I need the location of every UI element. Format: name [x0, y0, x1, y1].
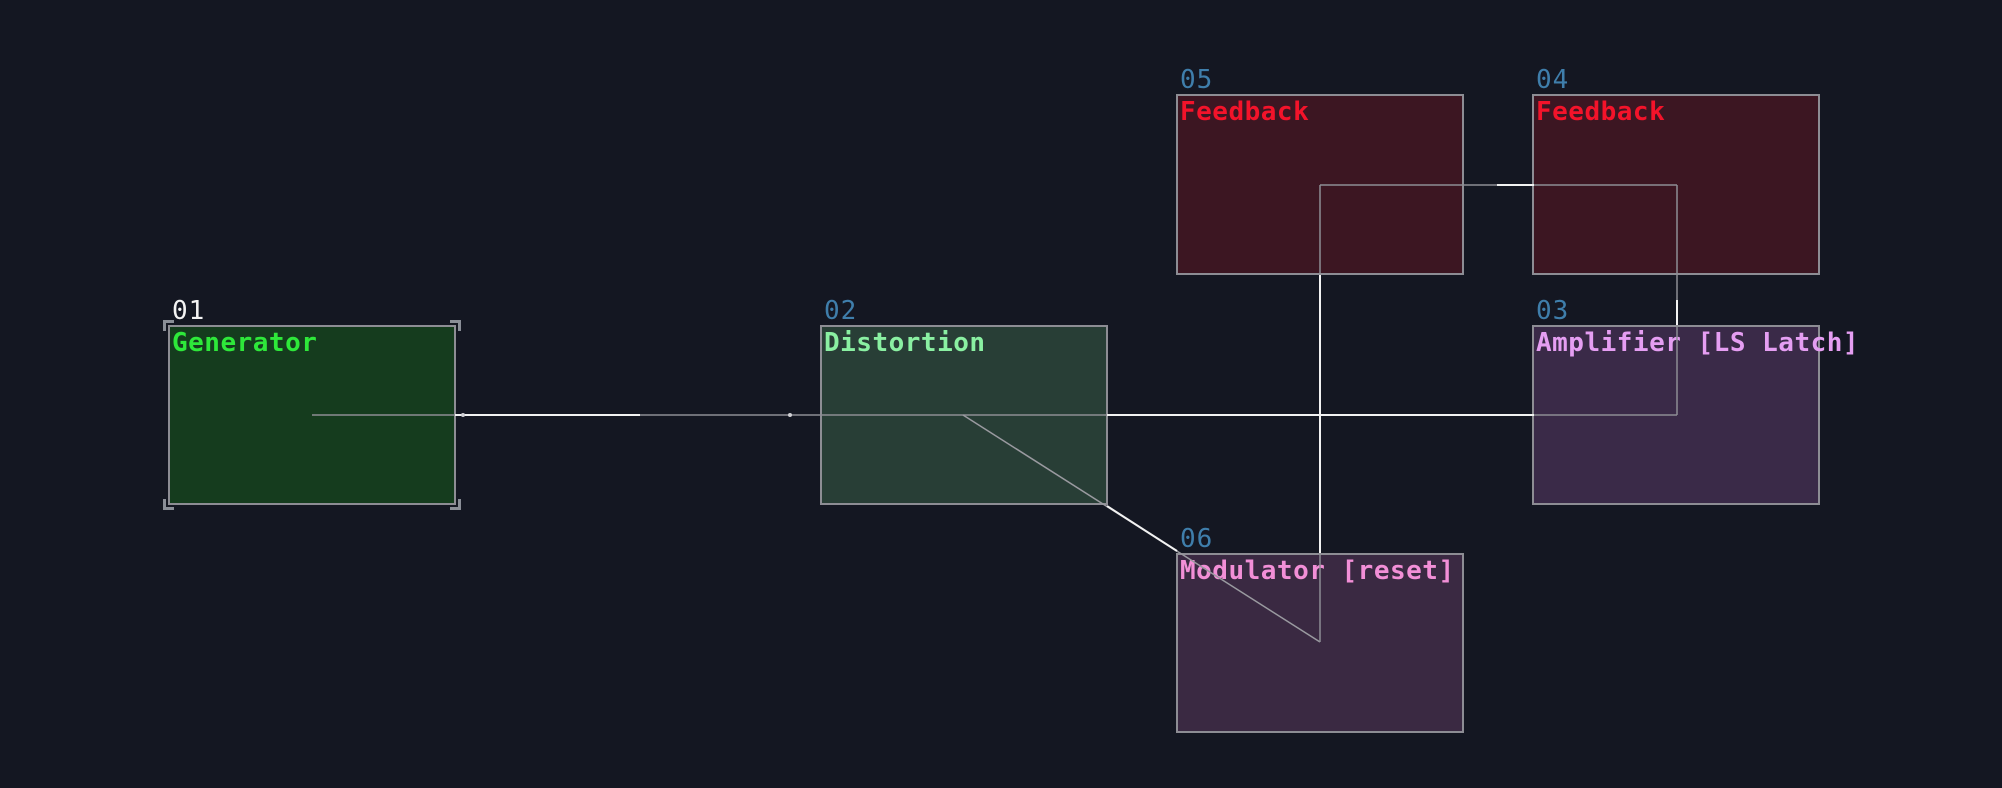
selection-corner: [163, 320, 174, 331]
node-id: 01: [172, 296, 206, 326]
wire-highlight-6: [1106, 505, 1178, 552]
selection-corner: [450, 320, 461, 331]
selection-corner: [163, 499, 174, 510]
node-title: Distortion: [824, 328, 986, 358]
node-title: Generator: [172, 328, 318, 358]
node-feedback-05[interactable]: 05 Feedback: [1176, 65, 1464, 275]
node-title: Feedback: [1180, 97, 1310, 127]
port-marker-2: [788, 413, 792, 417]
node-id: 06: [1180, 524, 1214, 554]
node-feedback-04[interactable]: 04 Feedback: [1532, 65, 1820, 275]
node-modulator[interactable]: 06 Modulator [reset]: [1176, 524, 1464, 733]
selection-corner: [450, 499, 461, 510]
node-id: 03: [1536, 296, 1570, 326]
node-id: 02: [824, 296, 858, 326]
node-generator[interactable]: 01 Generator: [163, 296, 461, 510]
node-title: Modulator [reset]: [1180, 556, 1455, 586]
node-id: 04: [1536, 65, 1570, 95]
node-title: Amplifier [LS Latch]: [1536, 328, 1860, 358]
node-title: Feedback: [1536, 97, 1666, 127]
node-distortion[interactable]: 02 Distortion: [820, 296, 1108, 505]
node-id: 05: [1180, 65, 1214, 95]
node-amplifier[interactable]: 03 Amplifier [LS Latch]: [1532, 296, 1859, 505]
port-marker-1: [461, 413, 465, 417]
